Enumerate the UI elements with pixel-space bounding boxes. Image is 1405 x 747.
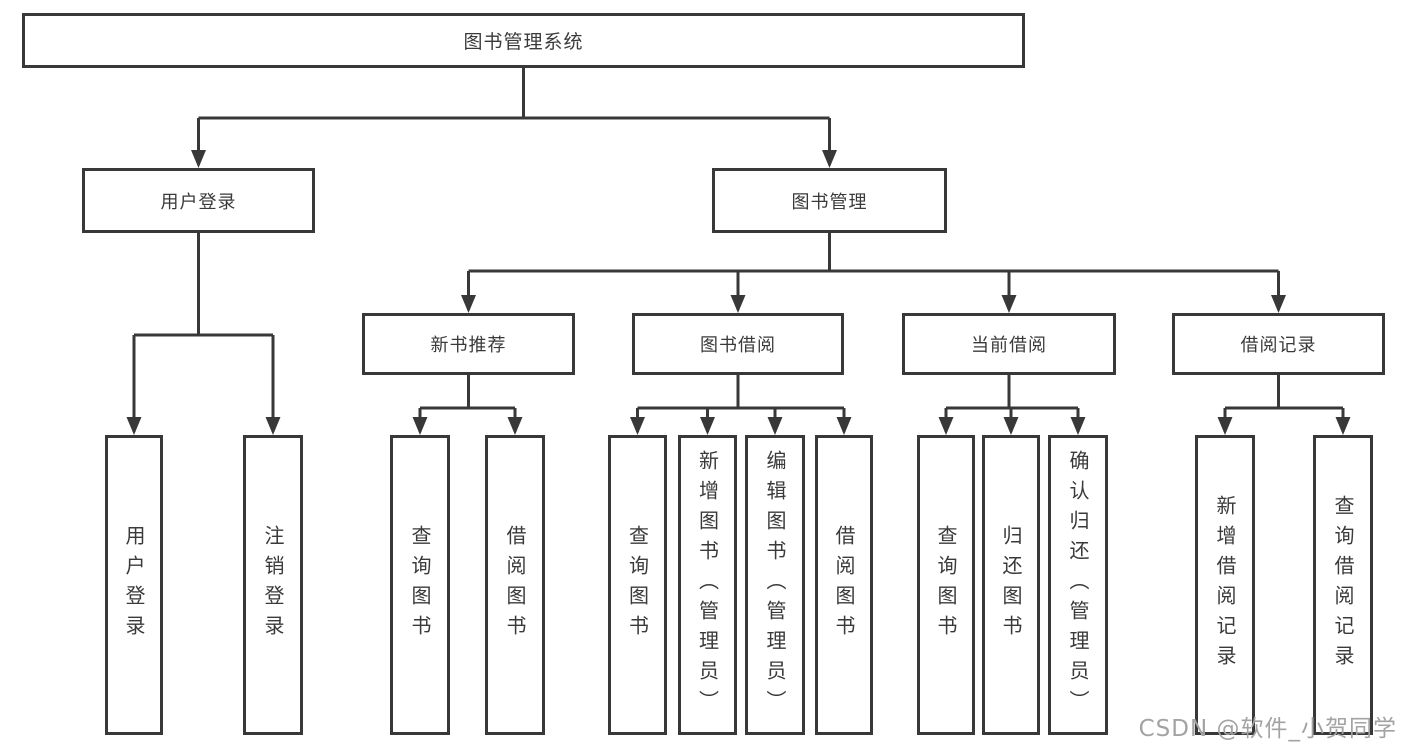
- leaf-borrow-add-book-admin: 新增图书（管理员）: [678, 435, 737, 735]
- node-label: 当前借阅: [971, 335, 1047, 356]
- node-label: 编辑图书（管理员）: [763, 450, 787, 720]
- leaf-borrow-query-books: 查询图书: [608, 435, 667, 735]
- node-book-management: 图书管理: [712, 168, 947, 233]
- node-label: 借阅记录: [1240, 335, 1317, 356]
- leaf-logout: 注销登录: [243, 435, 303, 735]
- leaf-current-confirm-return-admin: 确认归还（管理员）: [1048, 435, 1108, 735]
- edge-book-borrow-to-leaves: [630, 375, 852, 435]
- node-label: 查询借阅记录: [1331, 495, 1355, 675]
- node-new-book-recommend: 新书推荐: [362, 313, 575, 375]
- node-borrow-records: 借阅记录: [1172, 313, 1385, 375]
- edge-book-management-to-level3: [461, 233, 1286, 313]
- leaf-newbook-borrow-books: 借阅图书: [485, 435, 545, 735]
- leaf-records-query-record: 查询借阅记录: [1313, 435, 1373, 735]
- node-label: 图书管理: [791, 191, 868, 213]
- edge-borrow-records-to-leaves: [1217, 375, 1351, 435]
- edge-root-to-level2: [191, 68, 837, 168]
- node-label: 确认归还（管理员）: [1066, 450, 1090, 720]
- node-label: 注销登录: [261, 525, 285, 645]
- node-label: 用户登录: [160, 191, 237, 213]
- node-label: 图书借阅: [700, 335, 776, 356]
- leaf-newbook-query-books: 查询图书: [390, 435, 450, 735]
- leaf-borrow-edit-book-admin: 编辑图书（管理员）: [745, 435, 805, 735]
- edge-new-book-to-leaves: [412, 375, 523, 435]
- node-label: 查询图书: [934, 525, 958, 645]
- edge-current-borrow-to-leaves: [938, 375, 1086, 435]
- node-book-borrow: 图书借阅: [632, 313, 844, 375]
- leaf-borrow-borrow-books: 借阅图书: [815, 435, 873, 735]
- node-library-management-system: 图书管理系统: [22, 13, 1025, 68]
- node-label: 查询图书: [625, 525, 650, 645]
- leaf-user-login: 用户登录: [105, 435, 163, 735]
- node-label: 查询图书: [408, 525, 432, 645]
- node-label: 用户登录: [122, 525, 146, 645]
- node-user-login: 用户登录: [82, 168, 315, 233]
- node-label: 归还图书: [999, 525, 1023, 645]
- node-label: 借阅图书: [832, 525, 856, 645]
- leaf-current-query-books: 查询图书: [917, 435, 975, 735]
- node-current-borrow: 当前借阅: [902, 313, 1116, 375]
- edge-user-login-to-leaves: [126, 233, 281, 435]
- leaf-current-return-books: 归还图书: [982, 435, 1040, 735]
- node-label: 新增图书（管理员）: [695, 450, 720, 720]
- node-label: 新增借阅记录: [1213, 495, 1237, 675]
- node-label: 图书管理系统: [463, 31, 584, 53]
- node-label: 借阅图书: [503, 525, 527, 645]
- node-label: 新书推荐: [430, 335, 507, 356]
- leaf-records-add-record: 新增借阅记录: [1195, 435, 1255, 735]
